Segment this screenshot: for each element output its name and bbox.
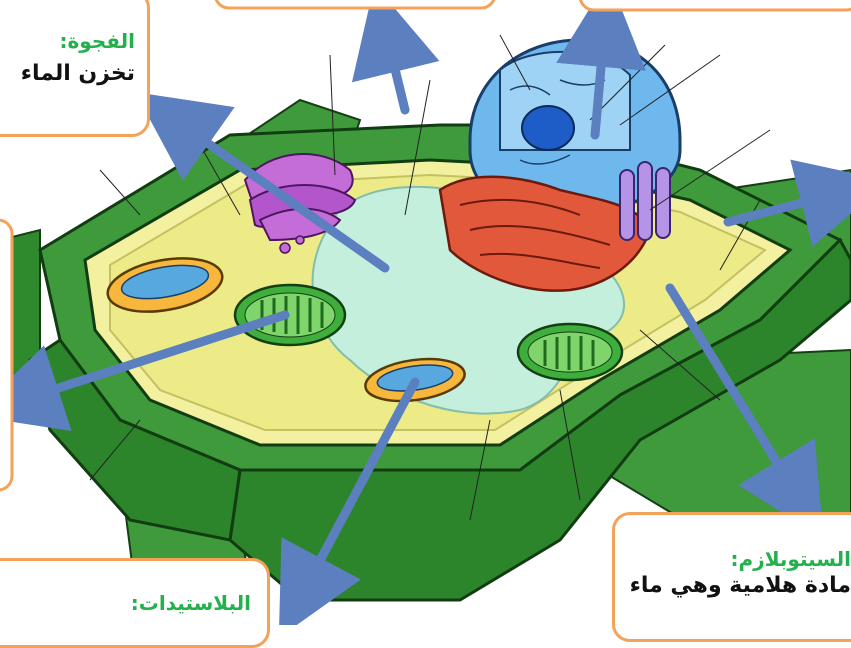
chloroplast-left xyxy=(233,283,347,347)
vacuole-label-text: تخزن الماء xyxy=(20,61,135,86)
mitochondrion-left xyxy=(106,257,224,313)
vesicle-stack xyxy=(619,161,671,241)
arrow-up-left xyxy=(351,0,440,115)
vacuole-label-box: الفجوة: تخزن الماء xyxy=(0,0,150,137)
arrow-to-bottom-box xyxy=(278,377,420,638)
arrow-to-cytoplasm-box xyxy=(665,283,824,539)
arrow-right-wall xyxy=(723,159,851,247)
left-label-box xyxy=(0,218,14,492)
top-label-box-right xyxy=(579,0,851,12)
chloroplast-right xyxy=(516,322,624,382)
leader-lines xyxy=(89,34,771,521)
vacuole-label-title: الفجوة: xyxy=(59,29,135,53)
arrow-up-nucleus xyxy=(556,0,646,140)
bottom-label-title: البلاستيدات: xyxy=(130,591,251,615)
arrow-to-vacuole-box xyxy=(135,92,390,273)
cytoplasm-label-text: مادة هلامية وهي ماء xyxy=(629,573,851,598)
top-label-box-left xyxy=(214,0,496,10)
bottom-label-box: البلاستيدات: xyxy=(0,558,270,648)
arrow-to-chloroplast-box xyxy=(0,310,290,432)
cytoplasm-label-box: السيتوبلازم: مادة هلامية وهي ماء xyxy=(612,512,851,642)
cytoplasm-label-title: السيتوبلازم: xyxy=(730,547,851,571)
